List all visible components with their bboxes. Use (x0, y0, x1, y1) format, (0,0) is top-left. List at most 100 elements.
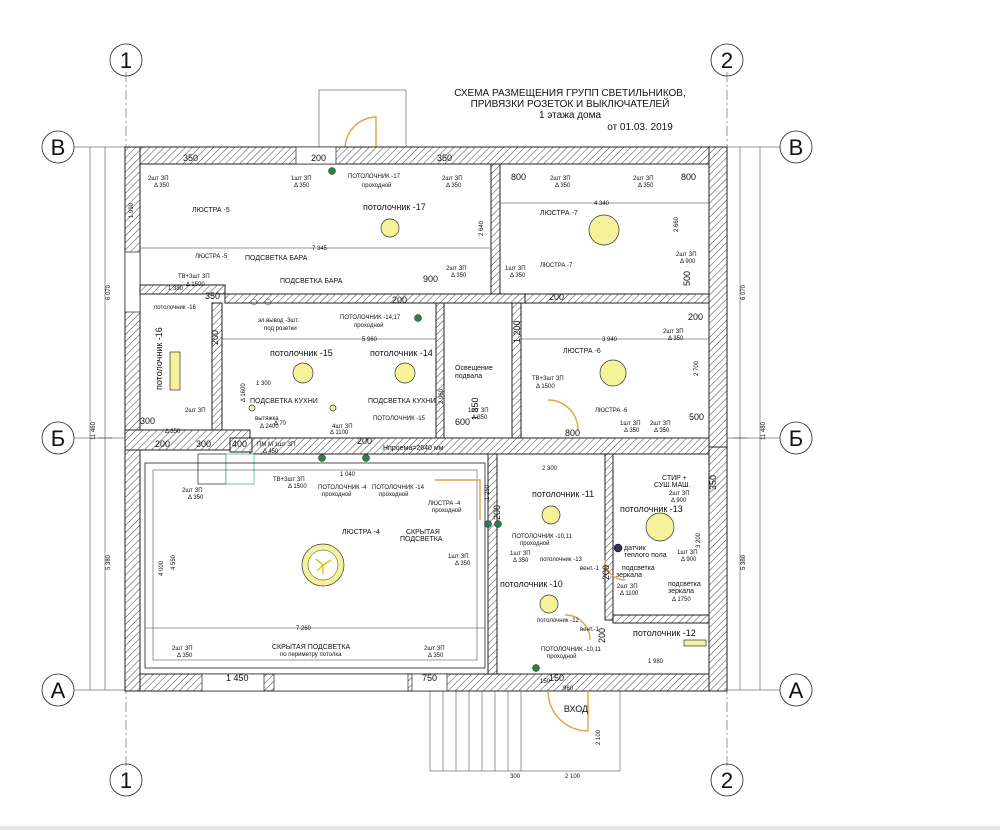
label-p14: потолочник -14 (370, 348, 433, 358)
svg-text:Δ 350: Δ 350 (154, 183, 170, 189)
door-swings (547, 399, 626, 641)
svg-text:1 450: 1 450 (226, 673, 249, 683)
svg-text:11 460: 11 460 (91, 421, 97, 440)
svg-text:2 700: 2 700 (694, 360, 700, 376)
svg-text:2шт ЗП: 2шт ЗП (633, 176, 654, 182)
svg-text:200: 200 (492, 505, 502, 520)
top-porch (318, 89, 407, 149)
svg-text:1шт ЗП: 1шт ЗП (448, 554, 469, 560)
svg-text:200: 200 (549, 292, 564, 302)
svg-text:200: 200 (357, 436, 372, 446)
svg-text:2шт ЗП: 2шт ЗП (172, 646, 193, 652)
svg-text:В: В (789, 135, 804, 160)
svg-text:ПОДСВЕТКА БАРА: ПОДСВЕТКА БАРА (280, 278, 343, 285)
svg-text:900: 900 (423, 274, 438, 284)
svg-text:под розетки: под розетки (264, 326, 297, 332)
svg-text:Δ 350: Δ 350 (510, 273, 526, 279)
svg-text:Δ 70: Δ 70 (274, 421, 287, 427)
svg-text:1шт ЗП: 1шт ЗП (291, 176, 312, 182)
dimension-chains (89, 147, 761, 690)
lamp-p10 (539, 594, 559, 614)
svg-text:1шт ЗП: 1шт ЗП (677, 550, 698, 556)
svg-text:7 260: 7 260 (296, 626, 312, 632)
svg-text:200: 200 (597, 628, 607, 643)
svg-text:вытяжка: вытяжка (255, 416, 279, 422)
svg-text:эл.вывод -3шт.: эл.вывод -3шт. (258, 318, 299, 324)
svg-text:Δ 350: Δ 350 (165, 429, 181, 435)
lamp-p13 (645, 512, 675, 542)
svg-text:1 300: 1 300 (256, 381, 272, 387)
lamp-p16 (169, 351, 181, 391)
svg-text:по периметру потолка: по периметру потолка (280, 652, 342, 658)
svg-text:4 000: 4 000 (159, 560, 165, 576)
svg-text:2шт ЗП: 2шт ЗП (446, 266, 467, 272)
svg-text:СКРЫТАЯ ПОДСВЕТКА: СКРЫТАЯ ПОДСВЕТКА (272, 644, 351, 651)
svg-text:подвала: подвала (455, 373, 482, 380)
svg-text:11 480: 11 480 (761, 421, 767, 440)
svg-text:Δ 350: Δ 350 (446, 183, 462, 189)
svg-text:200: 200 (311, 153, 326, 163)
lamp-p15 (292, 362, 314, 384)
svg-text:2шт ЗП: 2шт ЗП (182, 488, 203, 494)
svg-text:потолочник -13: потолочник -13 (540, 557, 583, 563)
svg-text:1 040: 1 040 (340, 472, 356, 478)
svg-text:300: 300 (196, 439, 211, 449)
svg-text:СУШ.МАШ.: СУШ.МАШ. (654, 482, 691, 489)
svg-text:подсветка: подсветка (668, 581, 701, 588)
svg-text:200: 200 (155, 439, 170, 449)
lamps (169, 214, 707, 647)
svg-text:5 380: 5 380 (741, 554, 747, 570)
label-lustra4: ЛЮСТРА -4 (342, 529, 380, 536)
svg-text:1 этажа дома: 1 этажа дома (539, 110, 602, 121)
svg-text:2шт ЗП: 2шт ЗП (669, 491, 690, 497)
svg-text:2шт ЗП: 2шт ЗП (185, 408, 206, 414)
svg-text:800: 800 (681, 172, 696, 182)
room-labels: ЛЮСТРА -5 потолочник -17 ЛЮСТРА -7 ЛЮСТР… (154, 202, 701, 658)
svg-text:Δ 1750: Δ 1750 (672, 597, 691, 603)
label-p16: потолочник -16 (154, 327, 164, 390)
svg-text:ПРИВЯЗКИ РОЗЕТОК И ВЫКЛЮЧАТЕЛЕ: ПРИВЯЗКИ РОЗЕТОК И ВЫКЛЮЧАТЕЛЕЙ (471, 97, 670, 110)
svg-text:800: 800 (511, 172, 526, 182)
axis-bubble-1-bottom: 1 (109, 763, 143, 797)
label-p11: потолочник -11 (532, 489, 594, 499)
svg-text:ПМ М 1шт ЗП: ПМ М 1шт ЗП (257, 442, 295, 448)
svg-text:ПОТОЛОЧНИК -15: ПОТОЛОЧНИК -15 (373, 416, 426, 422)
svg-text:Δ 1100: Δ 1100 (620, 591, 639, 597)
svg-text:150: 150 (549, 673, 564, 683)
svg-text:зеркала: зеркала (668, 588, 694, 595)
svg-text:ЛЮСТРА -5: ЛЮСТРА -5 (195, 254, 228, 260)
svg-text:Δ 350: Δ 350 (555, 183, 571, 189)
svg-text:5 960: 5 960 (362, 337, 378, 343)
svg-text:1шт ЗП: 1шт ЗП (510, 551, 531, 557)
svg-text:ПОТОЛОЧНИК -4: ПОТОЛОЧНИК -4 (318, 485, 367, 491)
svg-text:Δ 350: Δ 350 (654, 428, 670, 434)
svg-text:проходной: проходной (354, 322, 384, 329)
svg-text:2шт ЗП: 2шт ЗП (550, 176, 571, 182)
svg-text:датчик: датчик (624, 545, 647, 552)
svg-text:2шт ЗП: 2шт ЗП (650, 421, 671, 427)
label-lustra7: ЛЮСТРА -7 (540, 210, 578, 217)
svg-text:1 980: 1 980 (648, 659, 664, 665)
lamp-p12 (683, 639, 707, 647)
svg-text:Δ 350: Δ 350 (188, 495, 204, 501)
svg-text:7 345: 7 345 (312, 246, 328, 252)
svg-text:350: 350 (205, 291, 220, 301)
svg-text:Δ 1500: Δ 1500 (536, 384, 555, 390)
svg-text:потолочник -12: потолочник -12 (537, 618, 580, 624)
svg-text:Δ 1100: Δ 1100 (330, 430, 349, 436)
grid-lines (74, 72, 780, 770)
label-p13: потолочник -13 (620, 504, 683, 514)
svg-text:Δ 350: Δ 350 (294, 183, 310, 189)
svg-text:ПОДСВЕТКА: ПОДСВЕТКА (400, 536, 443, 543)
svg-text:проходной: проходной (362, 182, 392, 189)
svg-text:2 960: 2 960 (439, 388, 445, 404)
axis-bubble-2-top: 2 (710, 43, 744, 77)
svg-text:Δ 350: Δ 350 (455, 561, 471, 567)
svg-text:ПОТОЛОЧНИК -14,17: ПОТОЛОЧНИК -14,17 (340, 315, 401, 321)
svg-text:СТИР +: СТИР + (662, 475, 687, 482)
svg-text:проходной: проходной (322, 491, 352, 498)
dim-2100-v: 2 100 (596, 729, 602, 745)
svg-text:4 550: 4 550 (171, 554, 177, 570)
svg-text:ПОТОЛОЧНИК -10,11: ПОТОЛОЧНИК -10,11 (512, 534, 572, 540)
svg-text:Δ 1600: Δ 1600 (241, 383, 247, 402)
